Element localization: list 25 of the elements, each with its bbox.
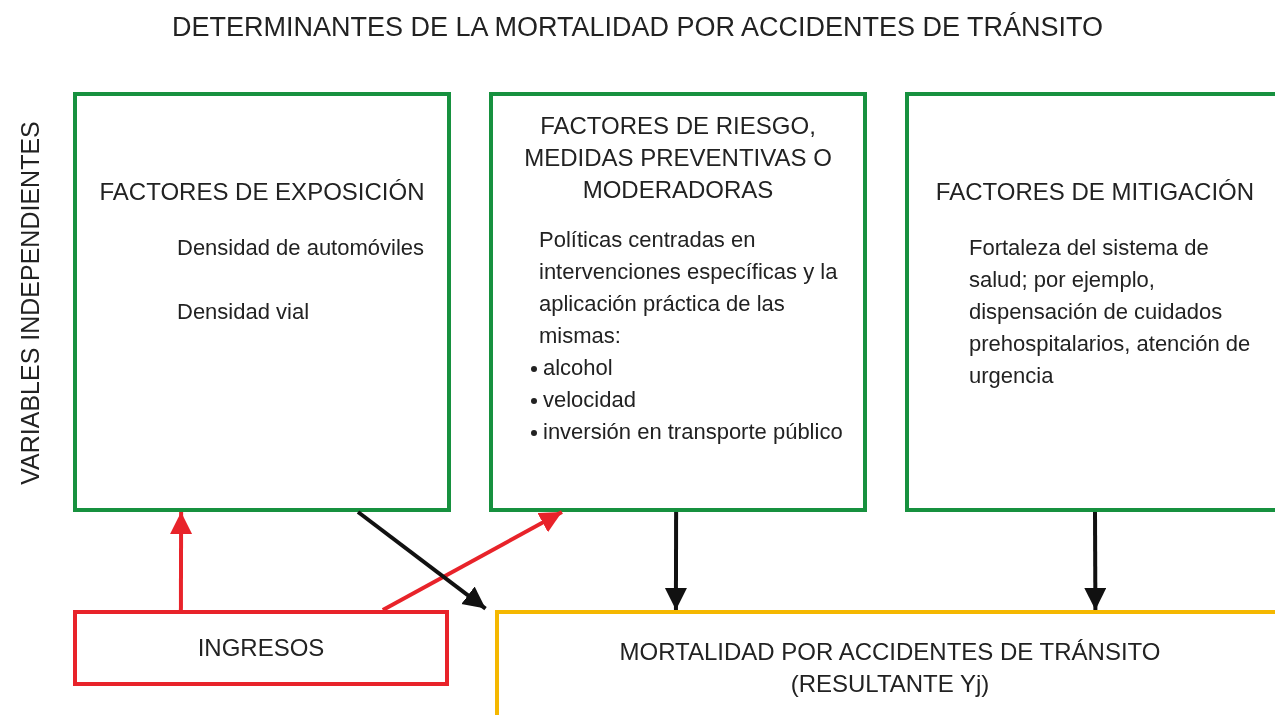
diagram-title: DETERMINANTES DE LA MORTALIDAD POR ACCIDENTES DE TRÁNSITO	[170, 12, 1105, 43]
box-heading: INGRESOS	[197, 633, 325, 663]
income-box	[73, 610, 449, 686]
box-text: Densidad vial	[177, 298, 310, 326]
arrow	[664, 512, 687, 610]
bullet-item: alcohol	[529, 352, 613, 384]
arrow	[356, 510, 487, 611]
box-subheading: (RESULTANTE Yj)	[790, 669, 990, 699]
factor-box	[489, 92, 867, 512]
arrow	[1084, 512, 1107, 610]
bullet-item: velocidad	[529, 384, 636, 416]
box-text: Fortaleza del sistema de salud; por ejemplo, dispensación de cuidados prehospitalarios, atención de urgencia	[969, 234, 1252, 390]
box-heading: MORTALIDAD POR ACCIDENTES DE TRÁNSITO	[619, 637, 1161, 667]
box-heading: FACTORES DE RIESGO, MEDIDAS PREVENTIVAS O MODERADORAS	[523, 111, 833, 205]
arrow	[170, 512, 193, 610]
box-heading: FACTORES DE MITIGACIÓN	[934, 177, 1256, 207]
factor-box	[905, 92, 1275, 512]
axis-label: VARIABLES INDEPENDIENTES	[15, 121, 45, 485]
bullet-item: inversión en transporte público	[529, 416, 843, 448]
box-text: Políticas centradas en intervenciones específicas y la aplicación práctica de las mismas:	[539, 226, 839, 350]
result-box	[495, 610, 1275, 715]
arrow	[381, 510, 563, 612]
box-text: Densidad de automóviles	[177, 234, 425, 262]
box-heading: FACTORES DE EXPOSICIÓN	[98, 177, 426, 207]
factor-box	[73, 92, 451, 512]
